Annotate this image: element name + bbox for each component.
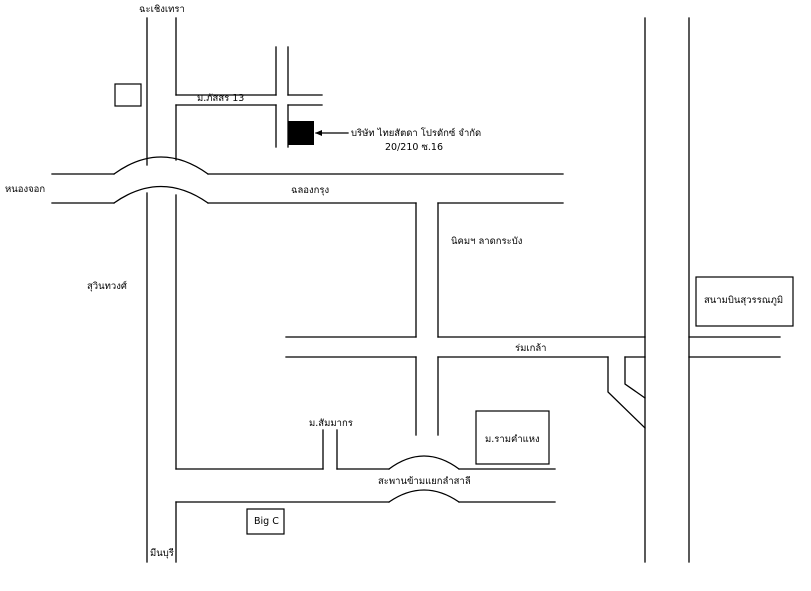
road-label-lam-sali-overpass: สะพานข้ามแยกลำสาลี — [378, 475, 471, 487]
place-label-industrial-estate: นิคมฯ ลาดกระบัง — [451, 236, 522, 247]
unnamed-building-box — [114, 83, 142, 107]
road-suwinthawong-vertical — [146, 17, 177, 563]
road-romklao — [285, 336, 781, 429]
road-chalong-krung — [51, 156, 564, 204]
airport-box — [695, 276, 794, 327]
company-marker — [288, 121, 314, 145]
big-c-box — [246, 508, 285, 535]
road-airport-vertical — [644, 17, 690, 563]
road-lam-sali — [175, 455, 556, 503]
place-label-airport: สนามบินสุวรรณภูมิ — [704, 295, 783, 306]
place-label-moo-bhansorn: ม.ภัสสร 13 — [197, 93, 244, 104]
road-soi-company — [175, 46, 323, 148]
company-address: 20/210 ซ.16 — [385, 142, 443, 153]
ramkhamhaeng-box — [475, 410, 550, 465]
place-label-big-c: Big C — [254, 516, 279, 527]
company-pointer-arrowhead — [315, 130, 322, 136]
place-label-ramkhamhaeng: ม.รามคำแหง — [485, 434, 540, 445]
company-name: บริษัท ไทยสัตดา โปรดักซ์ จำกัด — [351, 127, 481, 139]
place-label-moo-samamakorn: ม.สัมมากร — [309, 418, 353, 429]
road-label-chalong-krung: ฉลองกรุง — [291, 185, 329, 196]
road-industrial-estate — [415, 202, 439, 436]
road-label-romklao: ร่มเกล้า — [515, 343, 547, 354]
road-soi-samamakorn — [175, 429, 338, 470]
road-label-suwinthawong: สุวินทวงศ์ — [87, 280, 127, 292]
road-label-nong-chok: หนองจอก — [5, 184, 45, 195]
road-label-chachoengsao: ฉะเชิงเทรา — [139, 4, 185, 15]
road-label-min-buri: มีนบุรี — [150, 547, 174, 559]
